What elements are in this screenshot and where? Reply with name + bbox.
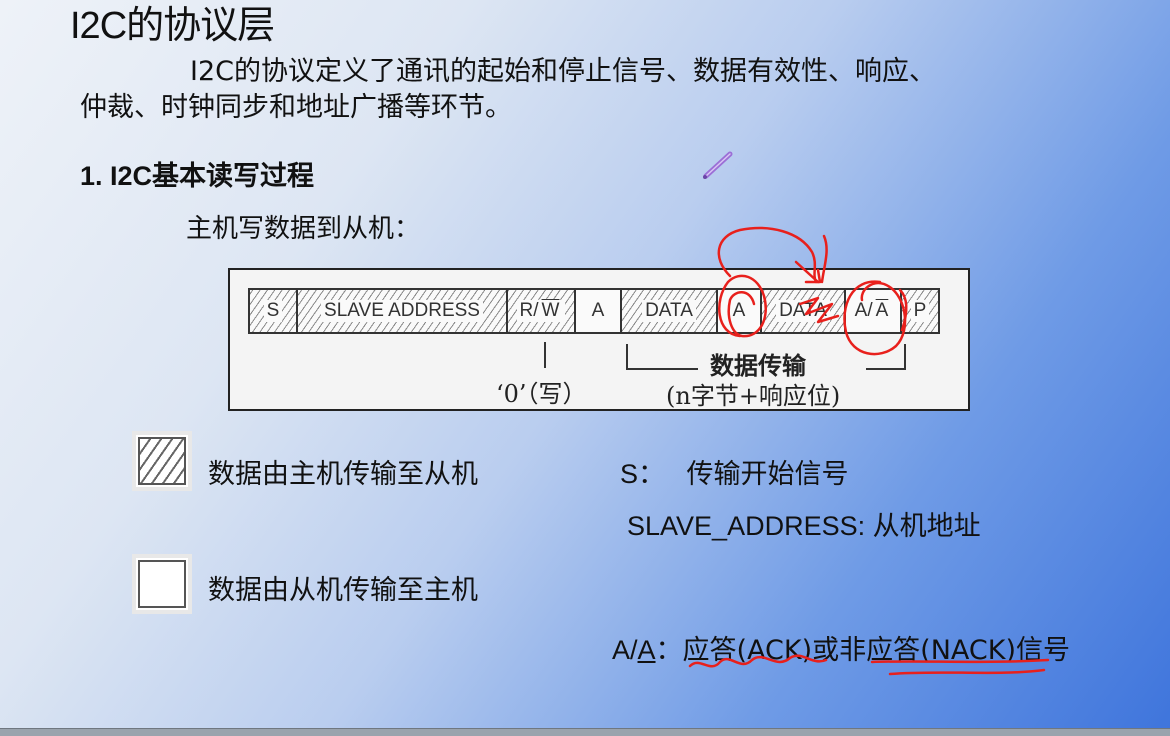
def-start-value: 传输开始信号 [686, 459, 849, 490]
legend-master-to-slave: 数据由主机传输至从机 [208, 459, 478, 490]
rw-note: ‘0’（写） [496, 380, 587, 408]
frame-cell-ack-1: A [574, 288, 622, 334]
def-slave-address: SLAVE_ADDRESS: 从机地址 [627, 504, 981, 543]
legend-plain-box [132, 554, 192, 614]
slide-title: I2C的协议层 [70, 5, 275, 47]
frame-cell-ack-2: A [716, 288, 762, 334]
transfer-label: 数据传输 [710, 351, 806, 380]
intro-line-2: 仲裁、时钟同步和地址广播等环节。 [80, 92, 512, 123]
def-ack-value-1: 应答(ACK)或 [682, 635, 840, 666]
intro-line-1: I2C的协议定义了通讯的起始和停止信号、数据有效性、响应、 [190, 56, 936, 87]
frame-cell-data-1: DATA [620, 288, 718, 334]
transfer-sub-label: (n字节+响应位) [666, 382, 841, 410]
protocol-diagram: S SLAVE ADDRESS R/W A DATA A DATA A/A P … [228, 268, 970, 411]
def-ack-key-a: A/ [612, 635, 638, 665]
intro-paragraph: I2C的协议定义了通讯的起始和停止信号、数据有效性、响应、 仲裁、时钟同步和地址… [80, 54, 1040, 126]
frame-cell-ack-nack: A/A [844, 288, 902, 334]
def-ack: A/A：应答(ACK)或非应答(NACK)信号 [612, 628, 1070, 667]
subheading: 主机写数据到从机： [186, 214, 421, 244]
def-ack-value-2: 非应答(NACK) [839, 635, 1016, 666]
frame-cell-rw: R/W [506, 288, 576, 334]
frame-cell-slave-address: SLAVE ADDRESS [296, 288, 508, 334]
def-slave-key: SLAVE_ADDRESS: [627, 511, 866, 541]
def-slave-value: 从机地址 [872, 511, 981, 542]
def-ack-key-abar: A [637, 635, 656, 665]
def-ack-colon: ： [655, 635, 683, 666]
def-ack-value-3: 信号 [1015, 635, 1070, 666]
frame-cell-data-2: DATA [760, 288, 846, 334]
frame-cell-stop: P [900, 288, 940, 334]
legend-hatched-box [132, 431, 192, 491]
def-start: S： 传输开始信号 [620, 452, 849, 491]
frame-cell-start: S [248, 288, 298, 334]
rw-tick [544, 342, 546, 368]
pen-cursor-icon [703, 151, 733, 179]
def-start-key: S： [620, 459, 666, 489]
bottom-bar [0, 728, 1170, 736]
section-heading: 1. I2C基本读写过程 [80, 161, 315, 191]
protocol-frame: S SLAVE ADDRESS R/W A DATA A DATA A/A P [248, 288, 940, 334]
legend-slave-to-master: 数据由从机传输至主机 [208, 575, 478, 606]
